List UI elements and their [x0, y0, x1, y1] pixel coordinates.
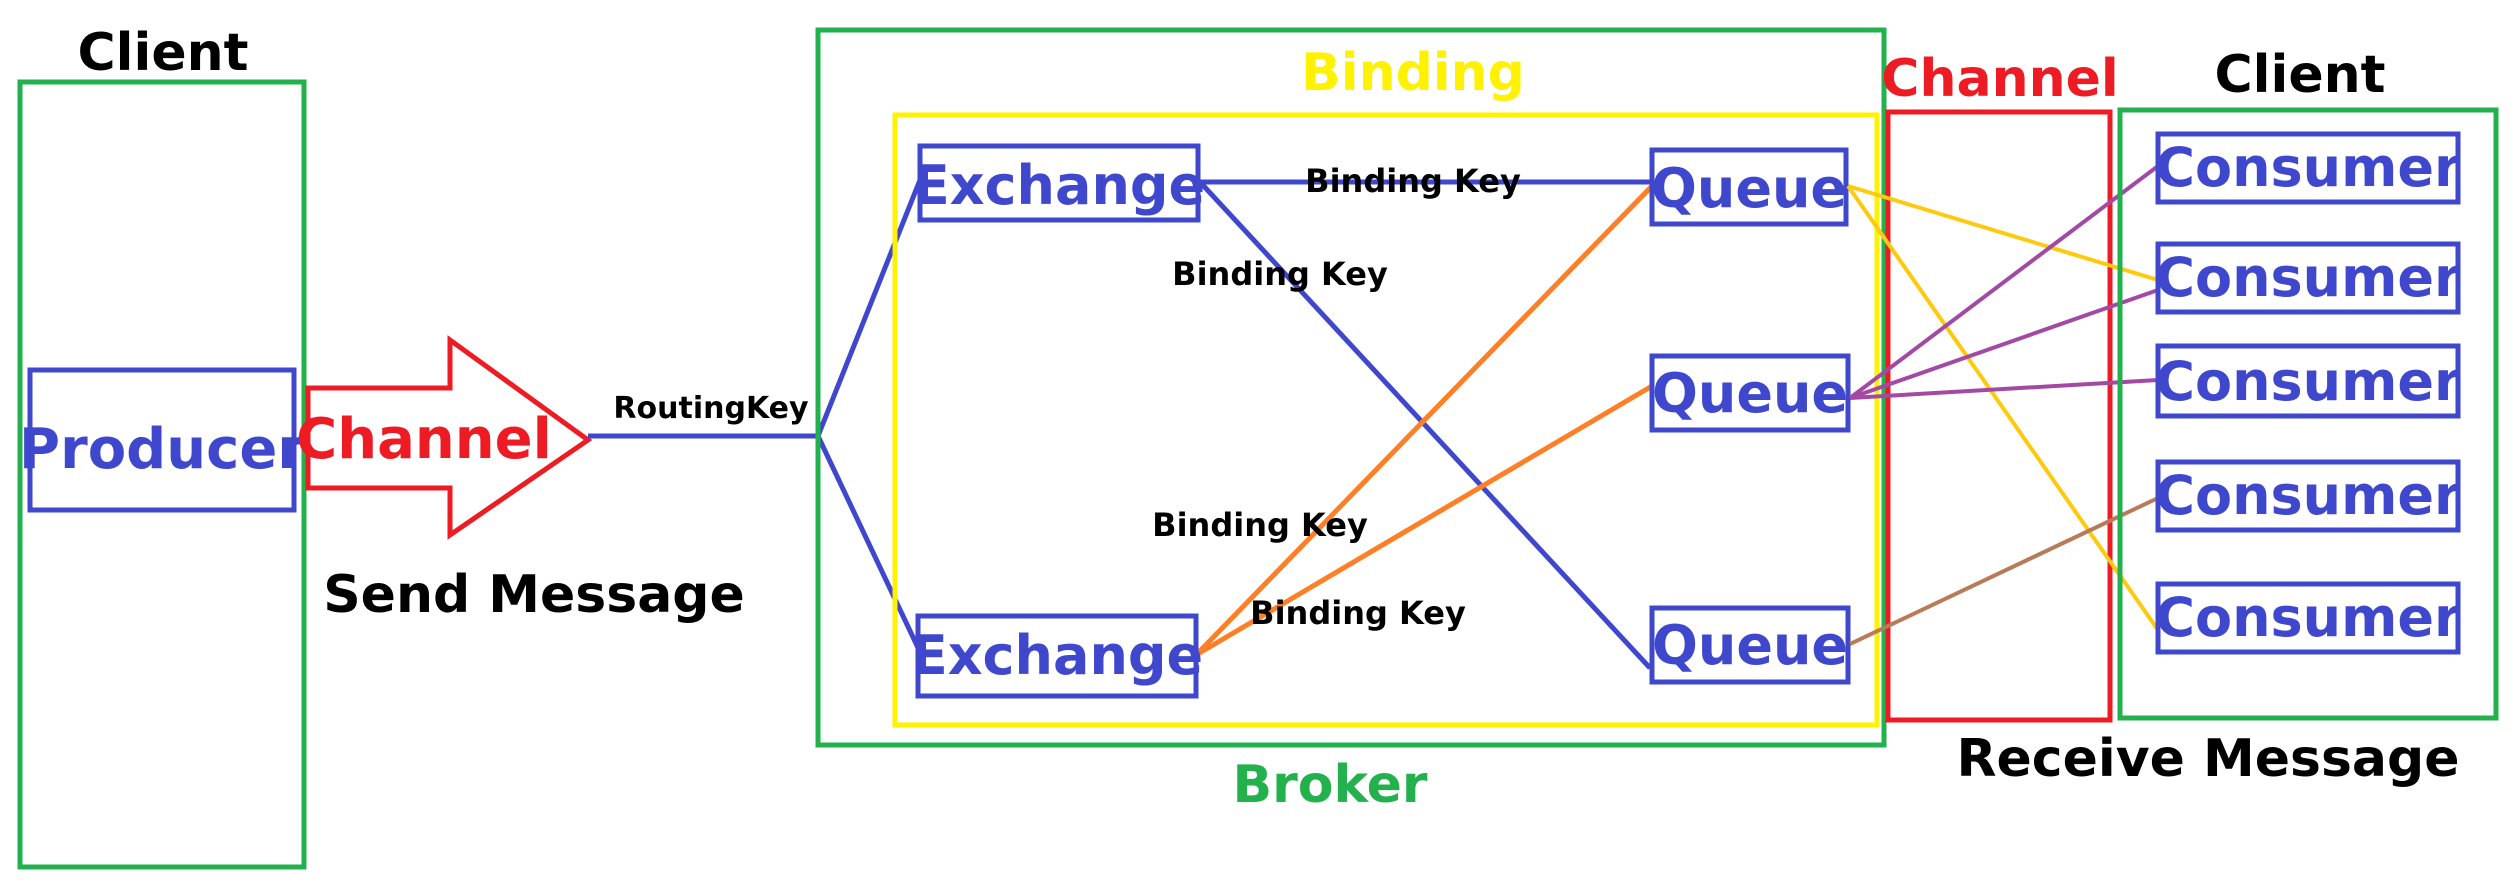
left-client-title: Client — [78, 23, 249, 83]
receive-channel-label: Channel — [1881, 49, 2118, 109]
binding-box — [892, 112, 1880, 728]
broker-title: Broker — [1232, 755, 1427, 815]
binding-title: Binding — [1301, 43, 1525, 103]
right-client-box — [2117, 107, 2499, 721]
binding-line-ex2-q2 — [1194, 383, 1654, 658]
binding-key-label-2: Binding Key — [1172, 255, 1388, 293]
routing-to-exchange-2 — [815, 434, 923, 654]
send-channel-label: Channel — [296, 407, 552, 472]
consumer-label-2: Consumer — [2155, 246, 2461, 309]
q1-to-consumer-5 — [1846, 184, 2160, 632]
consumer-label-1: Consumer — [2155, 136, 2461, 199]
q2-to-consumer-1 — [1848, 164, 2160, 400]
right-client-title: Client — [2215, 45, 2386, 105]
binding-key-label-1: Binding Key — [1305, 162, 1521, 200]
consumer-box-3 — [2155, 343, 2461, 419]
binding-key-label-3: Binding Key — [1152, 506, 1368, 544]
send-channel-arrow — [305, 335, 593, 540]
queue-box-3 — [1649, 605, 1851, 685]
queue-box-1 — [1649, 147, 1849, 227]
consumer-box-1 — [2155, 131, 2461, 205]
receive-message-caption: Receive Message — [1957, 729, 2460, 789]
exchange-box-2 — [915, 613, 1199, 699]
exchange-box-1 — [917, 143, 1201, 223]
q2-to-consumer-2 — [1849, 288, 2159, 400]
exchange-label-2: Exchange — [911, 624, 1203, 687]
routing-to-exchange-1 — [815, 179, 923, 437]
consumer-label-5: Consumer — [2155, 586, 2461, 649]
consumer-label-3: Consumer — [2155, 350, 2461, 413]
binding-line-ex1-q3 — [1198, 180, 1652, 670]
queue-label-3: Queue — [1652, 614, 1848, 677]
left-client-box — [17, 79, 307, 870]
consumer-box-5 — [2155, 581, 2461, 655]
send-message-caption: Send Message — [323, 565, 745, 625]
consumer-label-4: Consumer — [2155, 464, 2461, 527]
receive-channel-box — [1885, 109, 2113, 723]
q2-to-consumer-3 — [1849, 378, 2159, 400]
exchange-label-1: Exchange — [913, 154, 1205, 217]
routing-key-label: RoutingKey — [613, 391, 809, 426]
q1-to-consumer-2 — [1847, 184, 2159, 282]
queue-label-2: Queue — [1652, 362, 1848, 425]
consumer-box-4 — [2155, 459, 2461, 533]
binding-key-label-4: Binding Key — [1250, 594, 1466, 632]
producer-box — [27, 367, 297, 513]
queue-box-2 — [1649, 353, 1851, 433]
producer-label: Producer — [19, 417, 305, 482]
q3-to-consumer-4 — [1849, 496, 2159, 646]
consumer-box-2 — [2155, 241, 2461, 315]
queue-label-1: Queue — [1651, 157, 1847, 220]
binding-line-ex2-q1 — [1194, 184, 1654, 657]
